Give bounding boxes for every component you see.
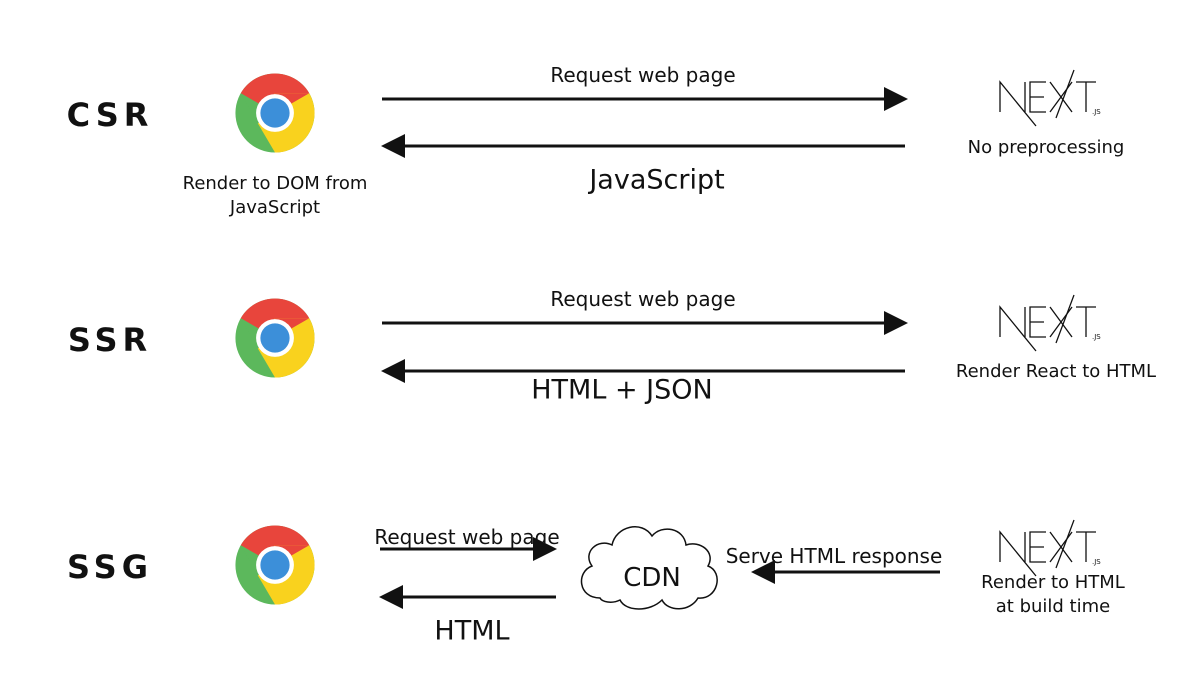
nextjs-logo-ssr: [999, 294, 1102, 352]
csr-label: CSR: [66, 96, 154, 134]
ssg-label: SSG: [67, 548, 153, 586]
csr-client-text-line2: JavaScript: [229, 197, 321, 218]
csr-server-text: No preprocessing: [967, 137, 1125, 158]
chrome-logo-csr: [235, 73, 315, 153]
ssg-server-text: Render to HTML at build time: [981, 571, 1125, 619]
ssg-serve-label: Serve HTML response: [725, 544, 943, 568]
ssr-response-label: HTML + JSON: [531, 374, 713, 406]
nextjs-logo-ssg: [999, 519, 1102, 577]
ssr-request-label: Request web page: [550, 287, 736, 311]
nextjs-logo-csr: [999, 69, 1102, 127]
csr-client-text-line1: Render to DOM from: [182, 173, 368, 194]
ssg-request-label: Request web page: [374, 525, 560, 549]
ssg-response-label: HTML: [434, 615, 510, 647]
csr-request-label: Request web page: [550, 63, 736, 87]
ssg-server-text-line1: Render to HTML: [981, 572, 1125, 593]
cdn-label: CDN: [623, 563, 681, 593]
chrome-logo-ssg: [235, 525, 315, 605]
chrome-logo-ssr: [235, 298, 315, 378]
csr-response-label: JavaScript: [589, 164, 725, 196]
ssr-label: SSR: [67, 321, 153, 359]
ssg-server-text-line2: at build time: [995, 596, 1111, 617]
ssr-server-text: Render React to HTML: [955, 361, 1157, 382]
cdn-cloud: [580, 526, 718, 610]
csr-client-text: Render to DOM from JavaScript: [183, 172, 368, 220]
